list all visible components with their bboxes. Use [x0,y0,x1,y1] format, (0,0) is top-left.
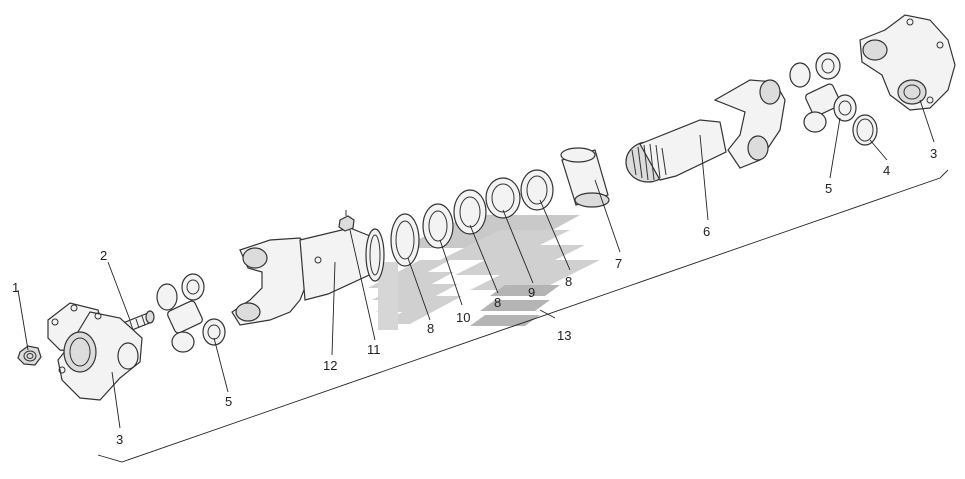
snap-ring-part-4 [852,114,878,146]
callout-5-right: 5 [825,181,832,196]
flange-yoke-left-part-3 [47,302,143,401]
callout-2: 2 [100,248,107,263]
seal-ring-part-8-b [453,189,487,235]
callout-4: 4 [883,163,890,178]
slip-yoke-part-12 [231,227,385,326]
ring-part-9 [485,177,521,219]
assembly-bracket-13 [97,169,949,463]
callout-11: 11 [367,342,381,357]
universal-joint-left-part-5 [156,273,226,353]
sleeve-part-7 [560,147,610,208]
callout-8-a: 8 [427,321,434,336]
callout-12: 12 [323,358,337,373]
callout-6: 6 [703,224,710,239]
callout-1: 1 [12,280,19,295]
washer-part-10 [422,203,454,249]
leader-lines [17,99,935,429]
splined-shaft-yoke-part-6 [625,79,786,183]
grease-fitting-part-11 [338,210,355,232]
callout-3-right: 3 [930,146,937,161]
universal-joint-right-part-5 [789,52,857,133]
callout-5-left: 5 [225,394,232,409]
callout-9: 9 [528,285,535,300]
seal-ring-part-8-c [520,169,554,211]
callout-8-b: 8 [494,295,501,310]
nut-part-1 [17,345,42,366]
callout-7: 7 [615,256,622,271]
seal-ring-part-8-a [390,213,420,267]
callout-13: 13 [557,328,571,343]
callout-3-left: 3 [116,432,123,447]
flange-yoke-right-part-3 [859,14,956,111]
callout-8-c: 8 [565,274,572,289]
watermark-logo [368,215,600,330]
callout-10: 10 [456,310,470,325]
